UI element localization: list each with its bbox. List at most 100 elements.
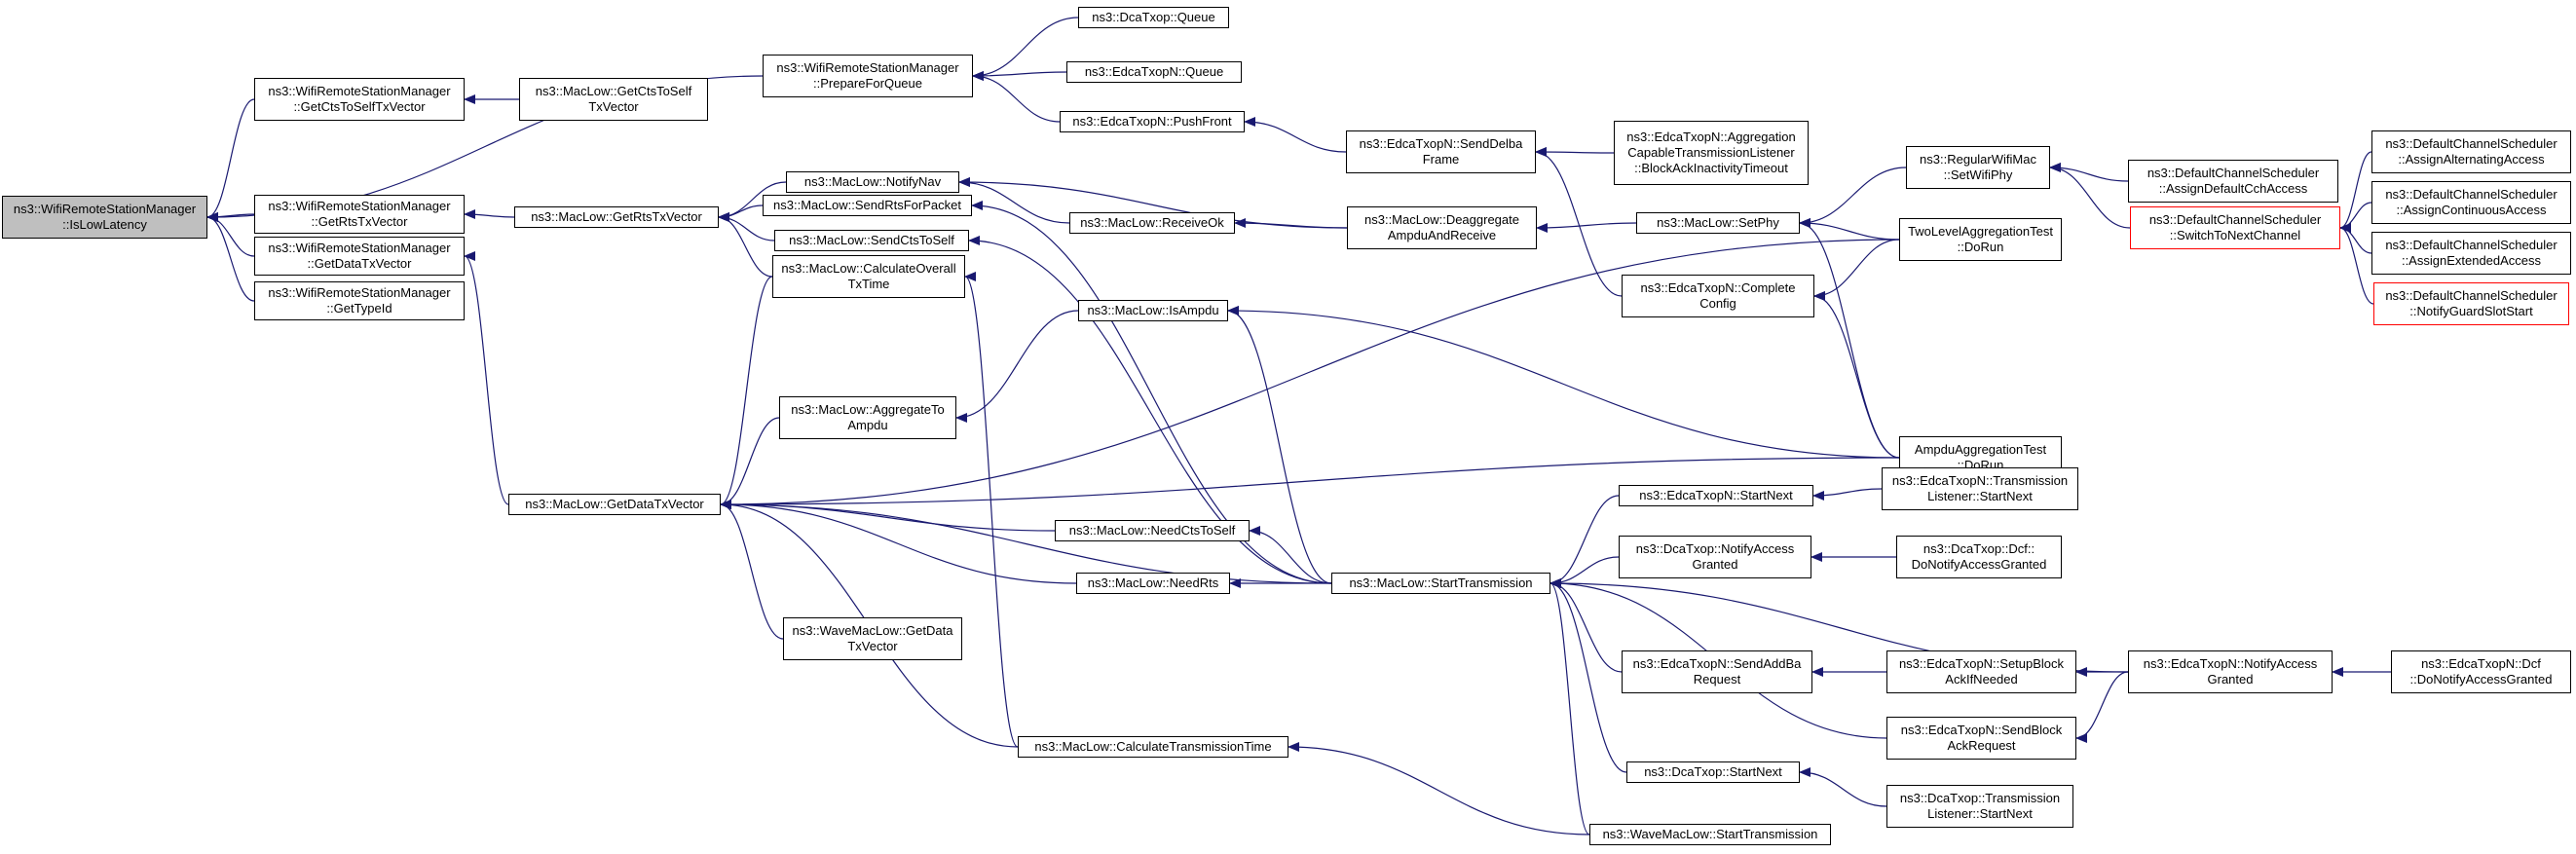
edge-setPhy-to-deaggregate — [1536, 222, 1637, 233]
node-notifyNav[interactable]: ns3::MacLow::NotifyNav — [786, 171, 959, 193]
edge-sendRtsForPacket-to-mlRtsTx — [718, 204, 764, 222]
node-label-line: ns3::DefaultChannelScheduler — [2385, 187, 2557, 202]
edge-deaggregate-to-notifyNav — [958, 177, 1348, 229]
node-label-line: ns3::WifiRemoteStationManager — [268, 241, 451, 255]
node-mlRtsTx[interactable]: ns3::MacLow::GetRtsTxVector — [514, 206, 719, 228]
edge-edcaTxListener-to-edcaStartNext — [1812, 488, 1883, 501]
node-edcaPushFront[interactable]: ns3::EdcaTxopN::PushFront — [1060, 111, 1245, 132]
node-label-line: ::AssignAlternatingAccess — [2398, 152, 2545, 167]
node-label-line: ns3::MacLow::CalculateOverall — [781, 261, 956, 276]
edge-sendCtsToSelf-to-mlRtsTx — [718, 212, 775, 241]
node-needRts[interactable]: ns3::MacLow::NeedRts — [1076, 573, 1230, 594]
node-label-line: AmpduAndReceive — [1387, 228, 1497, 242]
node-root[interactable]: ns3::WifiRemoteStationManager::IsLowLate… — [2, 196, 207, 239]
edge-edcaNotifyAccess-to-sendBlockAck — [2075, 671, 2129, 743]
node-label-line: ns3::RegularWifiMac — [1920, 152, 2036, 167]
edge-mlDataTx-to-gData — [464, 251, 509, 505]
edge-calcOverall-to-mlRtsTx — [718, 212, 773, 278]
edge-assignExtended-to-switchToNext — [2339, 223, 2372, 254]
node-label-line: ns3::WaveMacLow::GetData — [792, 623, 953, 638]
node-label-line: ns3::MacLow::GetRtsTxVector — [531, 209, 702, 224]
node-label-line: ns3::DcaTxop::Queue — [1092, 10, 1215, 24]
node-regSetWifiPhy[interactable]: ns3::RegularWifiMac::SetWifiPhy — [1906, 146, 2050, 189]
node-assignAlternating[interactable]: ns3::DefaultChannelScheduler::AssignAlte… — [2371, 130, 2571, 173]
node-label-line: TxTime — [847, 277, 890, 291]
edge-startTx-to-mlDataTx — [720, 500, 1332, 584]
edge-startTx-to-isAmpdu — [1227, 306, 1332, 584]
node-gctsToSelf[interactable]: ns3::WifiRemoteStationManager::GetCtsToS… — [254, 78, 465, 121]
node-gData[interactable]: ns3::WifiRemoteStationManager::GetDataTx… — [254, 237, 465, 276]
node-setPhy[interactable]: ns3::MacLow::SetPhy — [1636, 212, 1800, 234]
node-dcaStartNext[interactable]: ns3::DcaTxop::StartNext — [1626, 761, 1800, 783]
node-gRts[interactable]: ns3::WifiRemoteStationManager::GetRtsTxV… — [254, 195, 465, 234]
node-mlDataTx[interactable]: ns3::MacLow::GetDataTxVector — [508, 494, 721, 515]
node-edcaDcfDoNotify[interactable]: ns3::EdcaTxopN::Dcf::DoNotifyAccessGrant… — [2391, 650, 2571, 693]
edge-waveGetData-to-mlDataTx — [720, 500, 784, 640]
node-needCtsToSelf[interactable]: ns3::MacLow::NeedCtsToSelf — [1055, 520, 1250, 541]
node-label-line: ns3::DefaultChannelScheduler — [2385, 136, 2557, 151]
node-dcfDoNotify[interactable]: ns3::DcaTxop::Dcf::DoNotifyAccessGranted — [1896, 536, 2062, 578]
edge-dcaStartNext-to-startTx — [1549, 578, 1627, 773]
edge-ampduDoRun-to-isAmpdu — [1227, 306, 1900, 459]
node-receiveOk[interactable]: ns3::MacLow::ReceiveOk — [1069, 212, 1235, 234]
node-label-line: ns3::WifiRemoteStationManager — [13, 202, 197, 216]
node-label-line: ns3::MacLow::StartTransmission — [1349, 576, 1533, 590]
node-label-line: ::GetCtsToSelfTxVector — [293, 99, 426, 114]
node-label-line: ::AssignExtendedAccess — [2401, 253, 2542, 268]
node-label-line: ns3::DcaTxop::Transmission — [1899, 791, 2061, 805]
node-label-line: ns3::EdcaTxopN::Aggregation — [1626, 130, 1796, 144]
node-label-line: ns3::EdcaTxopN::Queue — [1084, 64, 1224, 79]
node-label-line: ns3::EdcaTxopN::SendBlock — [1900, 723, 2063, 737]
edge-dcaTxListener-to-dcaStartNext — [1799, 767, 1887, 807]
node-label-line: Granted — [2207, 672, 2254, 687]
node-label-line: ns3::EdcaTxopN::PushFront — [1072, 114, 1232, 129]
node-label-line: ns3::MacLow::IsAmpdu — [1087, 303, 1219, 317]
node-prepQueue[interactable]: ns3::WifiRemoteStationManager::PrepareFo… — [763, 55, 973, 97]
node-edcaStartNext[interactable]: ns3::EdcaTxopN::StartNext — [1619, 485, 1813, 506]
node-twoLevelDoRun[interactable]: TwoLevelAggregationTest::DoRun — [1899, 218, 2062, 261]
node-waveStartTx[interactable]: ns3::WaveMacLow::StartTransmission — [1589, 824, 1831, 845]
node-gTypeId[interactable]: ns3::WifiRemoteStationManager::GetTypeId — [254, 281, 465, 320]
node-label-line: ns3::MacLow::SendCtsToSelf — [789, 233, 954, 247]
edge-notifyGuardSlot-to-switchToNext — [2339, 223, 2374, 305]
node-label-line: Ampdu — [847, 418, 888, 432]
node-switchToNext[interactable]: ns3::DefaultChannelScheduler::SwitchToNe… — [2130, 206, 2340, 249]
node-label-line: ns3::WifiRemoteStationManager — [268, 84, 451, 98]
node-sendCtsToSelf[interactable]: ns3::MacLow::SendCtsToSelf — [774, 230, 969, 251]
edge-edcaPushFront-to-prepQueue — [972, 71, 1061, 123]
node-notifyGuardSlot[interactable]: ns3::DefaultChannelScheduler::NotifyGuar… — [2373, 282, 2569, 325]
node-assignContinuous[interactable]: ns3::DefaultChannelScheduler::AssignCont… — [2371, 181, 2571, 224]
edge-startTx-to-sendRtsForPacket — [971, 201, 1332, 584]
node-label-line: ns3::EdcaTxopN::StartNext — [1639, 488, 1793, 502]
node-label-line: Listener::StartNext — [1927, 489, 2033, 503]
edge-switchToNext-to-regSetWifiPhy — [2049, 163, 2131, 229]
edge-aggListener-to-sendDelba — [1535, 147, 1615, 158]
node-label-line: ns3::MacLow::ReceiveOk — [1080, 215, 1224, 230]
node-label-line: ns3::EdcaTxopN::SetupBlock — [1898, 656, 2065, 671]
node-assignExtended[interactable]: ns3::DefaultChannelScheduler::AssignExte… — [2371, 232, 2571, 275]
node-isAmpdu[interactable]: ns3::MacLow::IsAmpdu — [1078, 300, 1228, 321]
node-edcaQueue[interactable]: ns3::EdcaTxopN::Queue — [1066, 61, 1242, 83]
node-assignDefaultCch[interactable]: ns3::DefaultChannelScheduler::AssignDefa… — [2128, 160, 2338, 203]
node-sendRtsForPacket[interactable]: ns3::MacLow::SendRtsForPacket — [763, 195, 972, 216]
node-dcaQueue[interactable]: ns3::DcaTxop::Queue — [1078, 7, 1229, 28]
node-label-line: ::GetDataTxVector — [307, 256, 412, 271]
node-calcTransTime[interactable]: ns3::MacLow::CalculateTransmissionTime — [1018, 736, 1288, 758]
edge-mlRtsTx-to-gRts — [464, 209, 515, 220]
node-startTx[interactable]: ns3::MacLow::StartTransmission — [1331, 573, 1550, 594]
